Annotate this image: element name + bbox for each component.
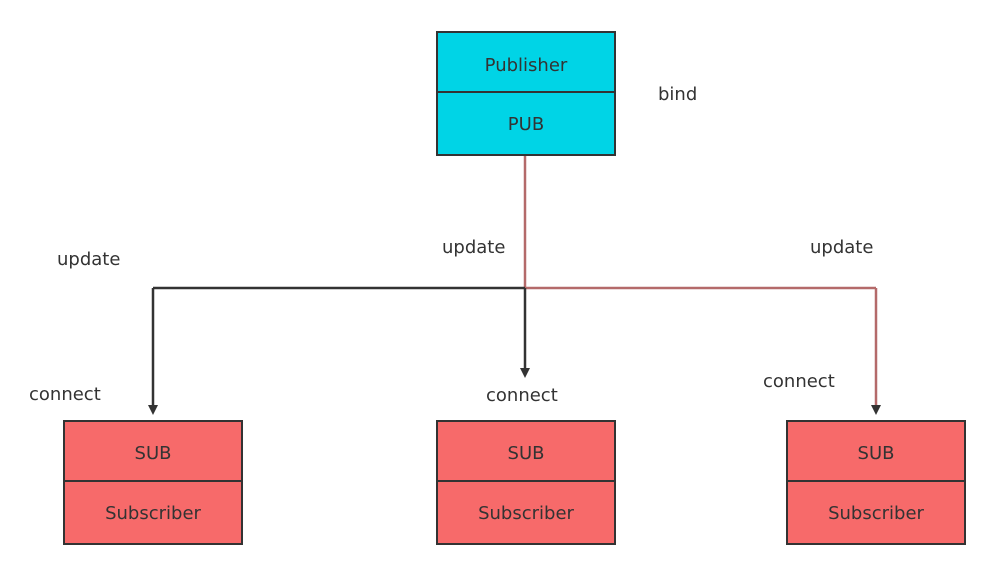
connect-label-center: connect	[486, 385, 558, 406]
connect-label-left: connect	[29, 384, 101, 405]
edge-labels: bind update update update connect connec…	[29, 84, 873, 406]
subscriber-node-left[interactable]: SUB Subscriber	[63, 420, 243, 545]
subscriber-bottom-label: Subscriber	[828, 503, 924, 524]
subscriber-bottom-cell	[786, 480, 966, 545]
subscriber-top-label: SUB	[858, 443, 895, 464]
subscriber-bottom-cell	[436, 480, 616, 545]
subscriber-top-cell	[63, 420, 243, 482]
subscriber-bottom-label: Subscriber	[105, 503, 201, 524]
edges	[148, 155, 881, 415]
subscriber-bottom-cell	[63, 480, 243, 545]
subscriber-top-cell	[436, 420, 616, 482]
update-label-left: update	[57, 249, 120, 270]
bind-label: bind	[658, 84, 697, 105]
subscriber-top-cell	[786, 420, 966, 482]
subscriber-bottom-label: Subscriber	[478, 503, 574, 524]
update-label-center: update	[442, 237, 505, 258]
subscriber-top-label: SUB	[135, 443, 172, 464]
subscriber-node-center[interactable]: SUB Subscriber	[436, 420, 616, 545]
subscriber-top-label: SUB	[508, 443, 545, 464]
publisher-bottom-cell	[436, 91, 616, 156]
subscriber-node-right[interactable]: SUB Subscriber	[786, 420, 966, 545]
connect-label-right: connect	[763, 371, 835, 392]
publisher-bottom-label: PUB	[508, 114, 544, 135]
publisher-node[interactable]: Publisher PUB	[436, 31, 616, 156]
update-label-right: update	[810, 237, 873, 258]
publisher-top-label: Publisher	[485, 55, 568, 76]
